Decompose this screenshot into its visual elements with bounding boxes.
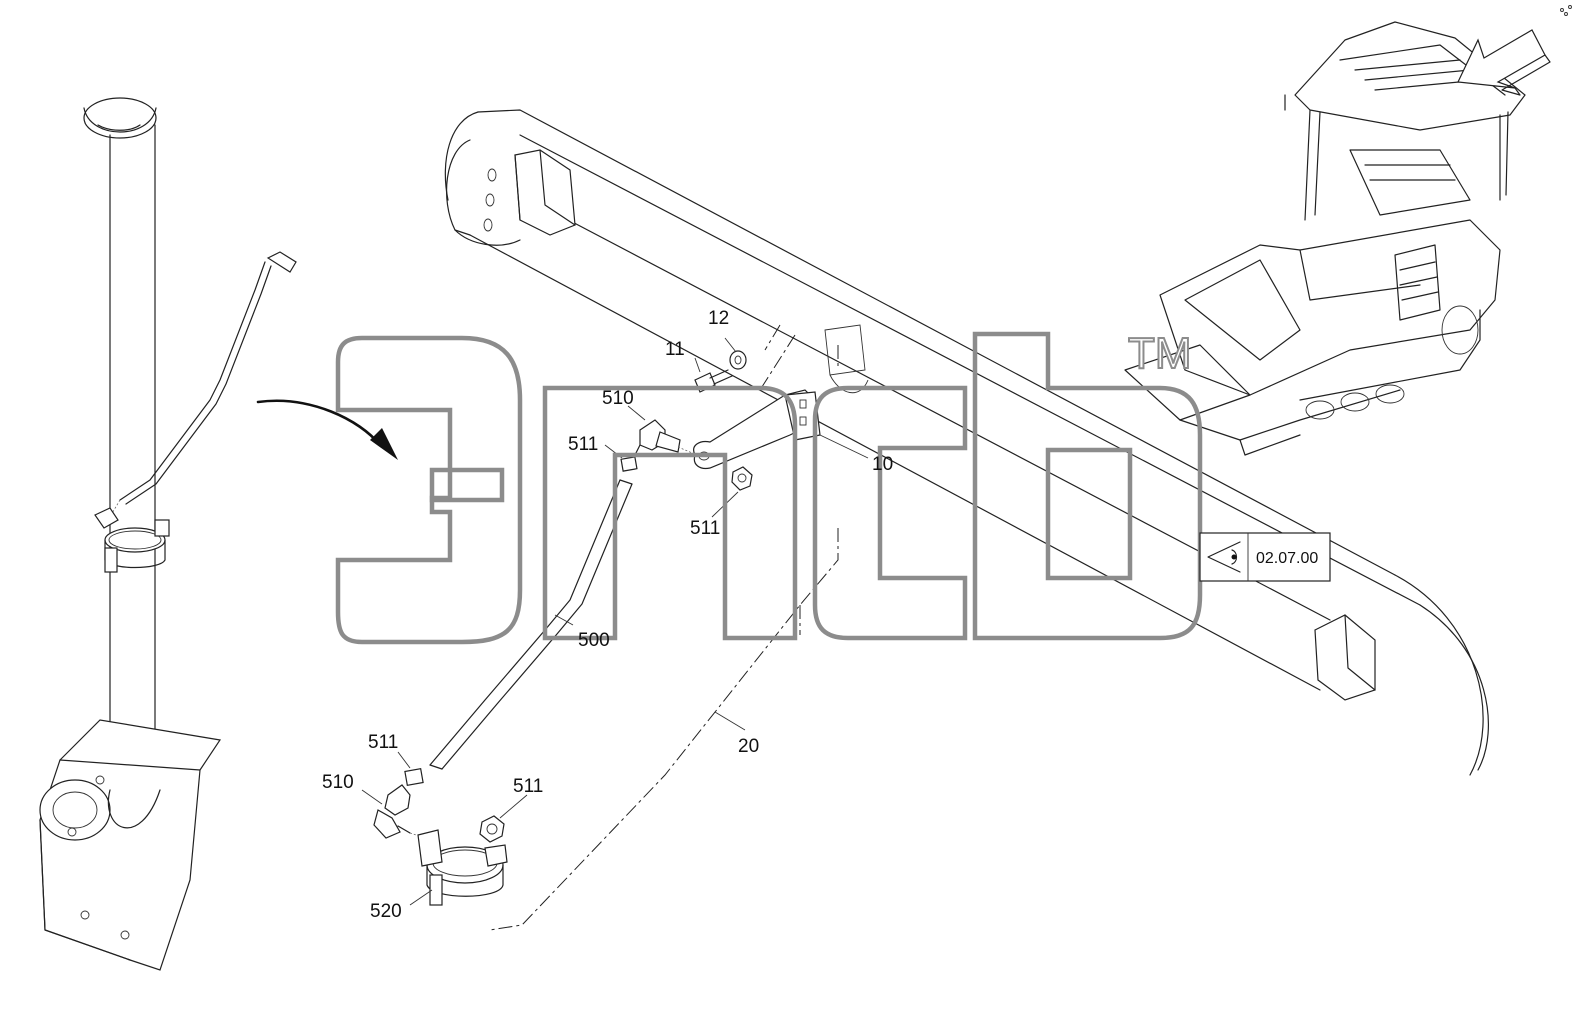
leader-lines bbox=[361, 337, 869, 906]
callout-11: 11 bbox=[665, 339, 685, 360]
callout-500: 500 bbox=[578, 630, 610, 651]
callout-511-top-left: 511 bbox=[568, 434, 598, 455]
corner-mark bbox=[1560, 5, 1572, 16]
reference-code: 02.07.00 bbox=[1256, 550, 1318, 567]
callout-12: 12 bbox=[708, 308, 729, 329]
watermark-logo: TM bbox=[335, 328, 1203, 645]
callout-511-bottom-left: 511 bbox=[368, 732, 398, 753]
eye-view-icon bbox=[1207, 541, 1241, 573]
pipe-clamp bbox=[94, 507, 170, 573]
callout-510-bottom: 510 bbox=[322, 772, 354, 793]
upper-hose bbox=[107, 251, 297, 521]
frame-beam bbox=[444, 109, 1489, 776]
callout-10: 10 bbox=[872, 454, 893, 475]
reference-view-box[interactable]: 02.07.00 bbox=[1199, 532, 1331, 582]
callout-510-top: 510 bbox=[602, 388, 634, 409]
paver-machine-illustration bbox=[1124, 21, 1551, 456]
exhaust-pipe bbox=[39, 97, 222, 971]
trademark-mark: TM bbox=[1128, 329, 1192, 378]
callout-520: 520 bbox=[370, 901, 402, 922]
exploded-parts bbox=[373, 324, 839, 931]
direction-arrow bbox=[256, 399, 398, 460]
callout-511-top-right: 511 bbox=[690, 518, 720, 539]
callout-labels: 10 11 12 20 500 510 511 511 511 510 511 … bbox=[322, 308, 893, 922]
callout-511-bottom-right: 511 bbox=[513, 776, 543, 797]
callout-20: 20 bbox=[738, 736, 759, 757]
